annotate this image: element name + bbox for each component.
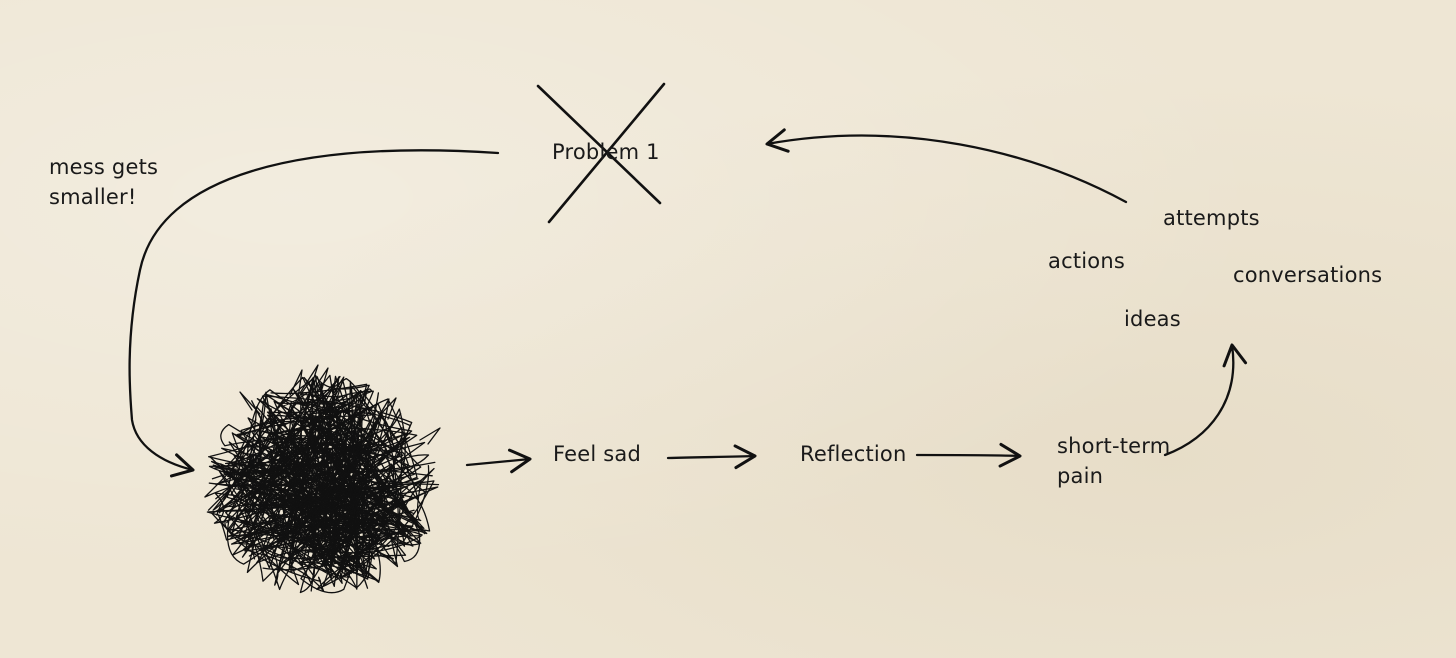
arrow-feel-sad-to-reflection	[666, 444, 757, 470]
scribble-stroke	[237, 377, 372, 561]
attempts-label: attempts	[1163, 206, 1260, 230]
arrow-mess-to-feel-sad	[465, 448, 532, 474]
scribble-stroke	[419, 427, 441, 445]
cross-stroke-2	[547, 82, 666, 224]
arrow-cluster-to-problem	[765, 128, 1128, 204]
feel-sad-label: Feel sad	[553, 442, 642, 466]
actions-label: actions	[1048, 249, 1125, 273]
arrow-reflection-to-pain	[915, 442, 1022, 468]
scribble-stroke	[239, 391, 261, 415]
scribble-stroke	[218, 403, 400, 590]
scribble-stroke	[212, 395, 415, 580]
cross-stroke-1	[536, 84, 662, 205]
arrow-pain-to-cluster	[1163, 343, 1248, 457]
arrow-problem-to-mess	[128, 149, 500, 478]
short-term-pain-label: short-term pain	[1057, 434, 1171, 488]
scribble-stroke	[299, 364, 319, 398]
conversations-label: conversations	[1233, 263, 1383, 287]
problem-label: Problem 1	[552, 140, 660, 164]
scribble-stroke	[379, 397, 397, 420]
mess-gets-smaller-note: mess gets smaller!	[49, 155, 159, 209]
scribble-stroke	[311, 367, 329, 397]
reflection-label: Reflection	[800, 442, 907, 466]
ideas-label: ideas	[1124, 307, 1181, 331]
scribble-stroke	[289, 369, 303, 400]
cross-out-icon	[536, 82, 666, 224]
scribble-stroke	[204, 411, 393, 579]
scribble-mess-icon	[204, 364, 441, 594]
